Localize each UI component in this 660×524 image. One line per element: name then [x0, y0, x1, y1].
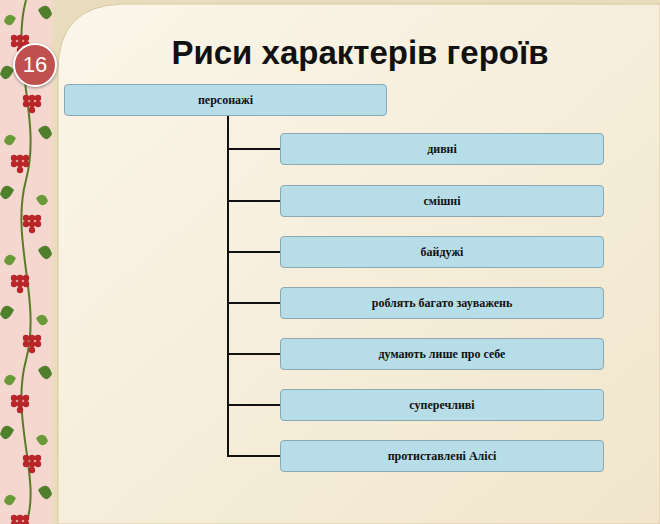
tree-connector [228, 116, 280, 201]
box-label: смішні [423, 194, 460, 209]
tree-connector [228, 116, 280, 456]
tree-connector [228, 116, 280, 149]
tree-connector [228, 116, 280, 252]
trait-box: протиставлені Алісі [280, 440, 604, 472]
box-label: суперечливі [409, 398, 474, 413]
slide-title: Риси характерів героїв [80, 34, 640, 72]
box-label: думають лише про себе [379, 347, 506, 362]
tree-connector [228, 116, 280, 405]
trait-box: байдужі [280, 236, 604, 268]
trait-box: дивні [280, 133, 604, 165]
trait-box: смішні [280, 185, 604, 217]
box-label: байдужі [421, 245, 464, 260]
tree-connector [228, 116, 280, 354]
trait-box: суперечливі [280, 389, 604, 421]
root-box: персонажі [64, 84, 387, 116]
box-label: роблять багато зауважень [372, 296, 513, 311]
trait-box: роблять багато зауважень [280, 287, 604, 319]
box-label: протиставлені Алісі [388, 449, 497, 464]
trait-box: думають лише про себе [280, 338, 604, 370]
tree-connector [228, 116, 280, 303]
box-label: персонажі [198, 93, 253, 108]
callout-number: 16 [13, 43, 57, 87]
box-label: дивні [427, 142, 457, 157]
